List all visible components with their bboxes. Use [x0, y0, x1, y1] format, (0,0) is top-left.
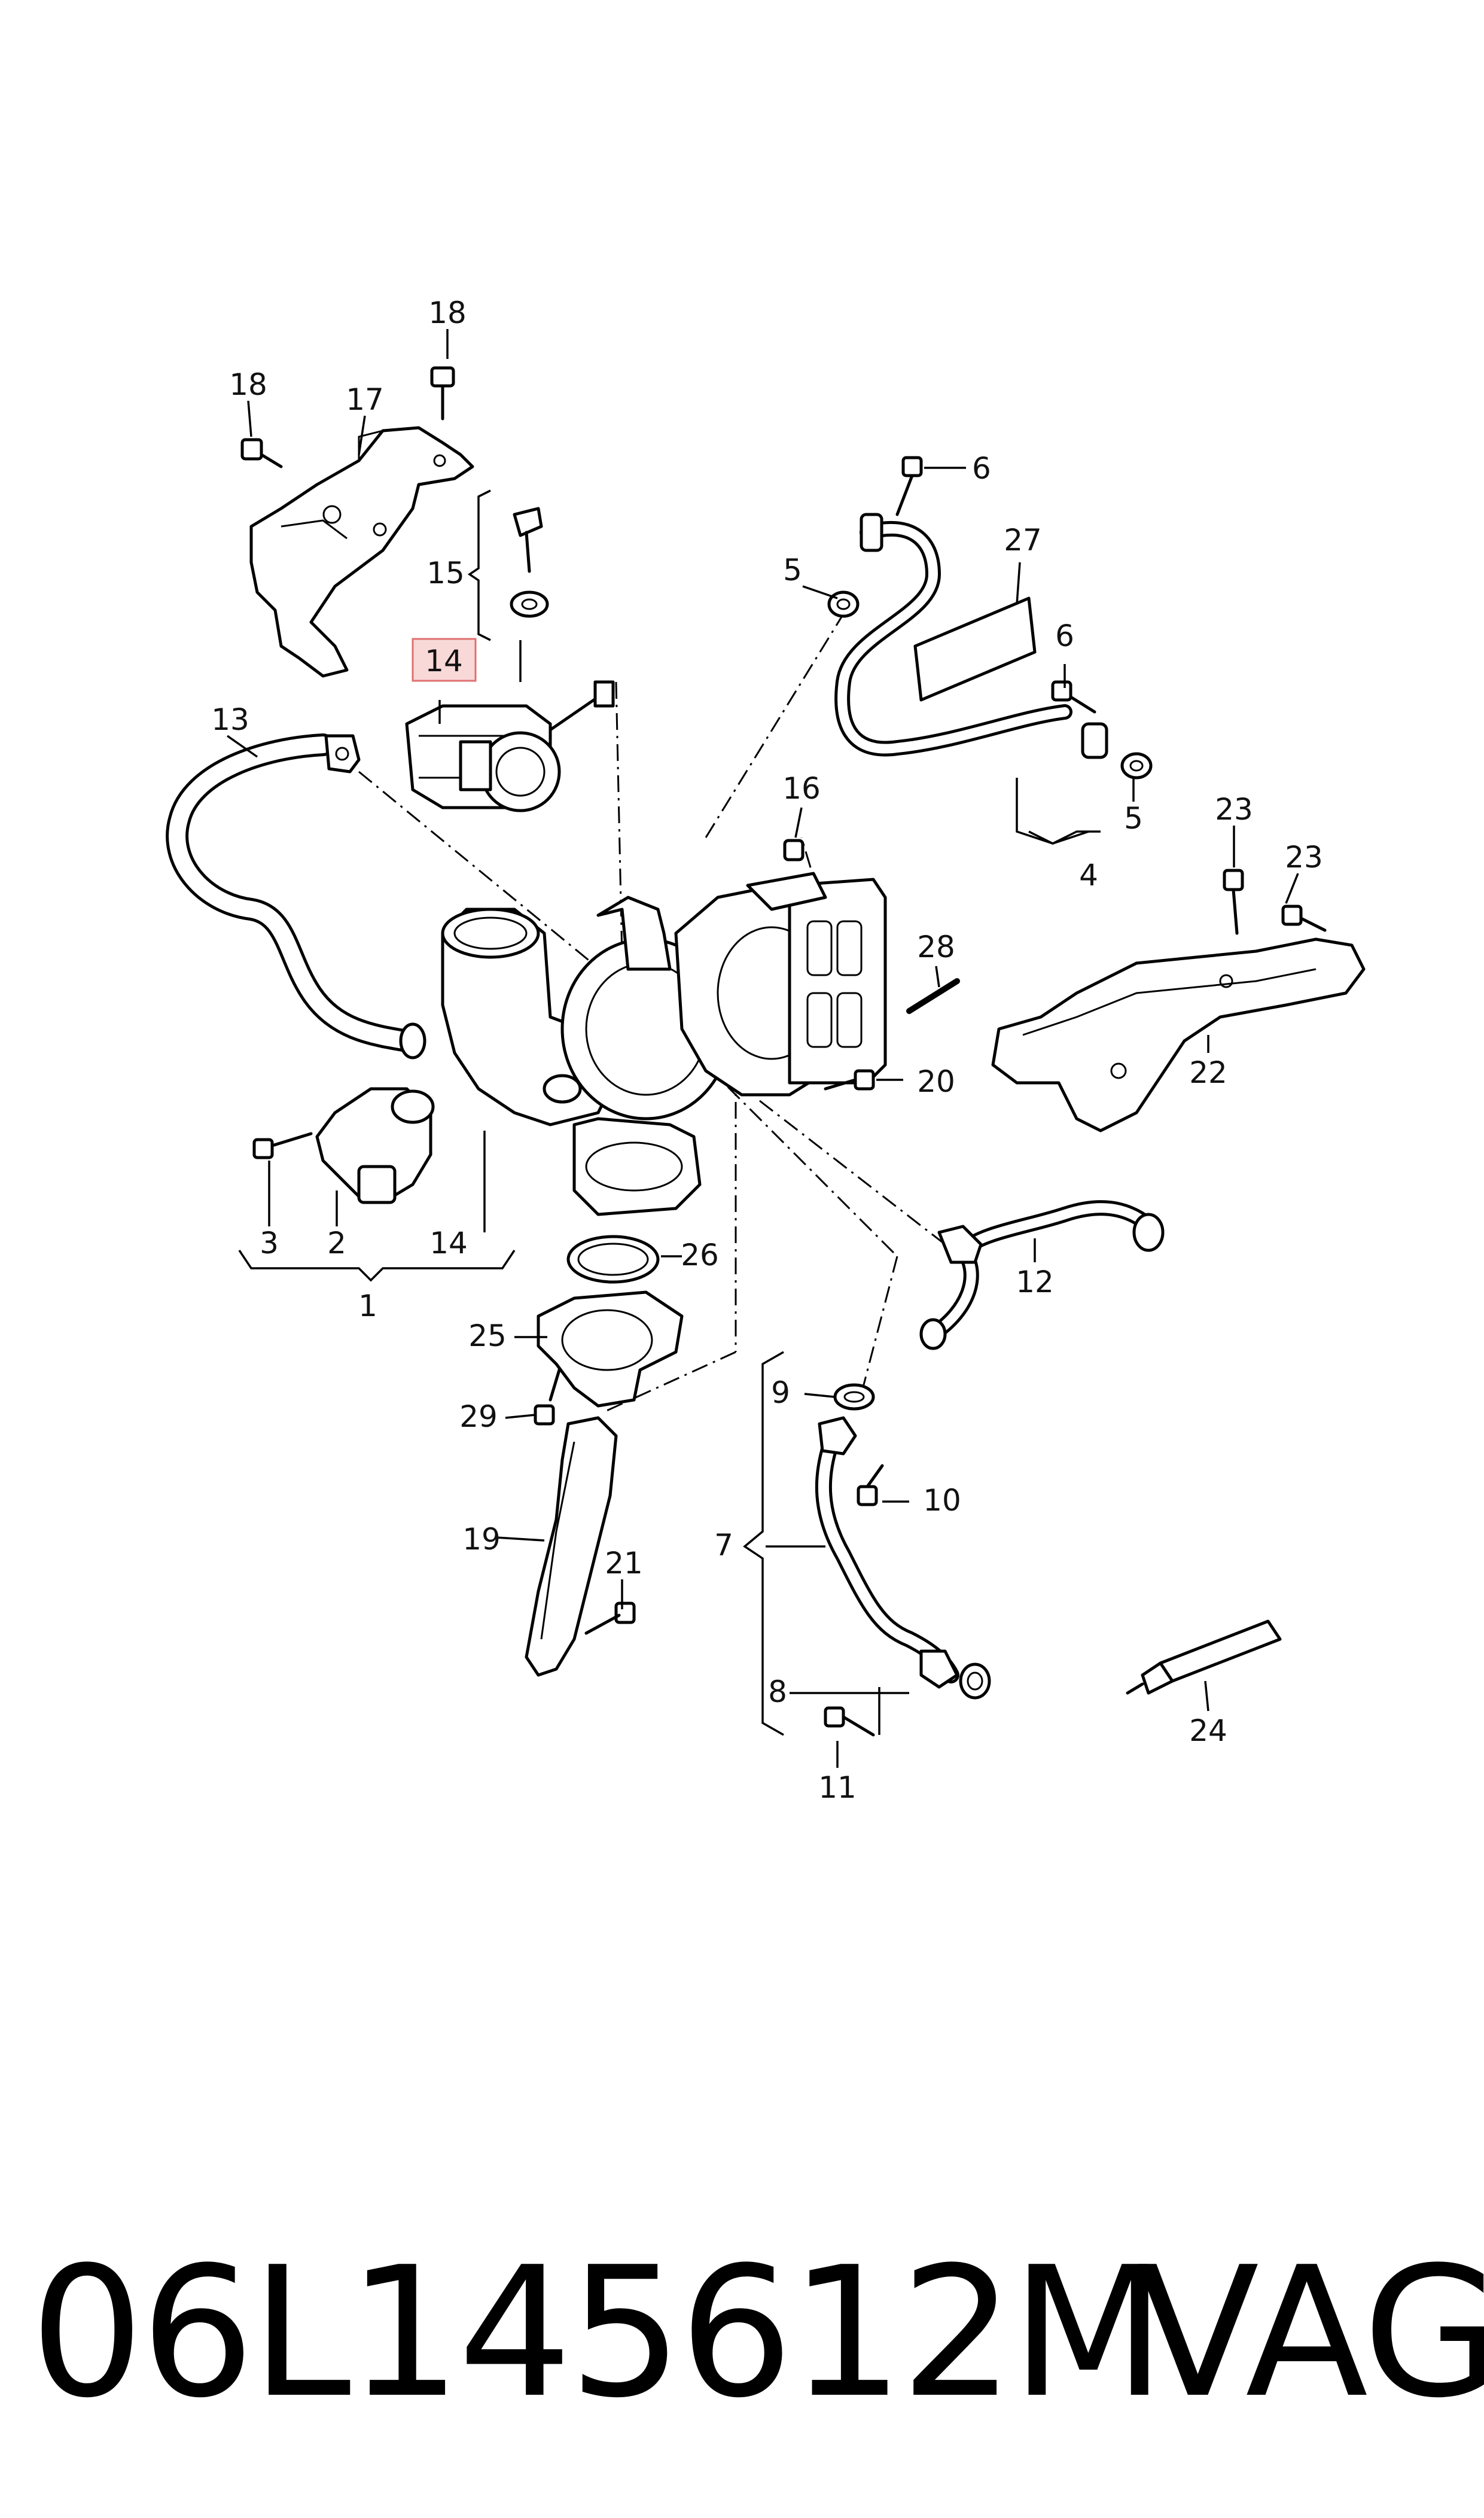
label-19: 19: [462, 1522, 501, 1557]
label-2: 2: [327, 1226, 346, 1260]
seal-8: [959, 1663, 991, 1700]
footer: 06L145612M VAG: [0, 2213, 1484, 2465]
heat-shield-17: [249, 426, 474, 678]
label-4: 4: [1079, 858, 1098, 893]
bolt-6-lower: [1051, 680, 1096, 714]
screw-and-clip-15: [510, 507, 549, 682]
diverter-valve-2: [315, 1087, 435, 1204]
label-11: 11: [818, 1770, 857, 1805]
bolt-20: [824, 1069, 875, 1091]
label-12: 12: [1016, 1265, 1054, 1299]
coolant-hose-13: [166, 733, 426, 1059]
bolt-10: [857, 1464, 884, 1506]
screw-29: [534, 1368, 561, 1426]
label-17: 17: [346, 382, 384, 417]
label-10: 10: [923, 1483, 961, 1518]
bolt-6-upper: [895, 456, 923, 516]
bolt-23-right: [1281, 905, 1327, 932]
oil-pipe-7: [815, 1416, 959, 1689]
nut-16: [783, 839, 805, 861]
actuator-14: [405, 680, 615, 812]
label-1: 1: [358, 1289, 377, 1323]
label-26: 26: [681, 1238, 719, 1272]
label-22: 22: [1189, 1055, 1227, 1090]
gasket-26: [566, 1235, 660, 1284]
label-3: 3: [260, 1226, 279, 1260]
highlight-box-14: [412, 638, 477, 682]
label-5-lower: 5: [1124, 801, 1143, 836]
label-9: 9: [771, 1375, 790, 1410]
label-15: 15: [426, 556, 465, 590]
bolt-18-left: [240, 438, 283, 468]
seal-5-lower: [1120, 752, 1153, 780]
callout-labels: 1 2 3 4 5 5 6 6 7 8 9 10 11 12 13 14 14 …: [211, 296, 1323, 1805]
label-8: 8: [768, 1674, 787, 1709]
stud-28: [906, 978, 960, 1014]
label-29: 29: [459, 1399, 498, 1434]
leader-lines: [226, 329, 1299, 1768]
label-13: 13: [211, 702, 249, 737]
label-6-lower: 6: [1055, 619, 1074, 653]
label-7: 7: [714, 1528, 733, 1563]
bolt-3: [252, 1132, 313, 1159]
label-23-top: 23: [1215, 792, 1253, 827]
pipe-12: [919, 1200, 1165, 1350]
label-16: 16: [782, 771, 821, 806]
label-28: 28: [917, 930, 955, 964]
sealant-tube-24: [1126, 1619, 1282, 1695]
pad-27: [913, 596, 1037, 702]
part-number: 06L145612M: [30, 2228, 1166, 2437]
bolt-18-top: [430, 366, 455, 421]
label-25: 25: [468, 1319, 507, 1353]
label-14-highlighted: 14: [425, 644, 463, 678]
heat-shield-22: [991, 937, 1366, 1132]
label-5-upper: 5: [783, 553, 802, 587]
label-14-lower: 14: [429, 1226, 468, 1260]
label-24: 24: [1189, 1713, 1227, 1748]
turbocharger: [441, 872, 887, 1216]
label-23-right: 23: [1285, 840, 1323, 875]
bolt-21: [584, 1601, 636, 1635]
label-21: 21: [605, 1546, 643, 1581]
bolt-23-top: [1223, 869, 1244, 935]
label-27: 27: [1004, 523, 1042, 558]
label-6-upper: 6: [972, 451, 991, 486]
seal-9: [833, 1383, 875, 1411]
coolant-pipe-4: [834, 513, 1108, 759]
bolt-11: [824, 1706, 875, 1737]
label-18-top: 18: [428, 296, 467, 330]
flange-25: [537, 1290, 684, 1408]
label-20: 20: [917, 1064, 955, 1099]
brand-name: VAG: [1136, 2228, 1484, 2437]
label-18-left: 18: [229, 367, 267, 402]
heat-shield-19: [525, 1416, 618, 1677]
